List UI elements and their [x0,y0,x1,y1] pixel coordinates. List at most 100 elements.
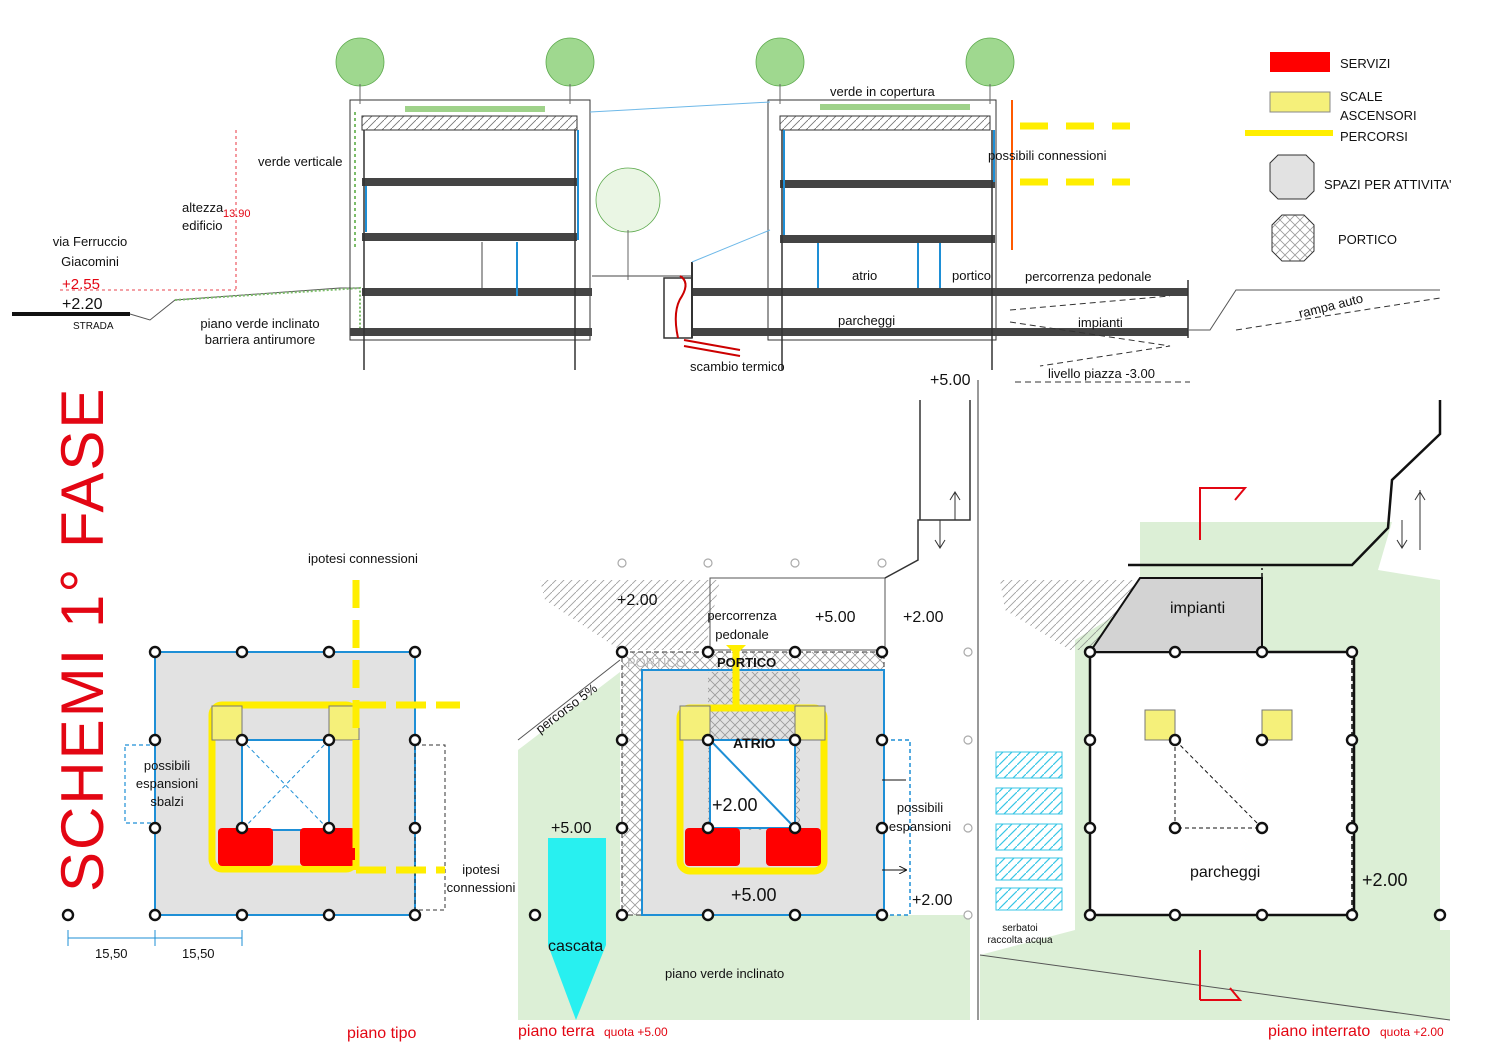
level-interrato-200: +2.00 [1362,870,1408,890]
plan-tipo-columns [61,645,422,922]
label-portico-bold: PORTICO [717,655,776,670]
label-possibili-sbalzi-l1: possibili [144,758,190,773]
label-portico-section: portico [952,268,991,283]
column-marker [615,908,629,922]
column-marker [408,733,422,747]
label-altezza: altezza edificio [182,200,224,233]
column-marker [1345,645,1359,659]
label-serbatoi-l1: serbatoi [1002,923,1038,934]
water-tanks [995,751,1063,911]
column-ghost [963,823,973,833]
column-marker [322,821,336,835]
label-possibili-sbalzi: possibili espansioni sbalzi [136,758,198,809]
column-marker [1083,645,1097,659]
label-scambio: scambio termico [690,359,785,374]
caption-piano-tipo: piano tipo [347,1025,416,1042]
column-marker [615,821,629,835]
column-marker [1345,908,1359,922]
level-255: +2.55 [62,276,100,293]
column-marker [1345,733,1359,747]
column-marker [788,821,802,835]
column-marker [1255,908,1269,922]
column-ghost [963,647,973,657]
column-marker [615,645,629,659]
label-piano-verde-terra: piano verde inclinato [665,966,784,981]
column-marker [701,733,715,747]
label-via-l2: Giacomini [61,254,119,269]
column-marker [1168,733,1182,747]
column-marker [148,908,162,922]
label-rampa: rampa auto [1297,290,1364,320]
legend-spazi: SPAZI PER ATTIVITA' [1324,177,1451,192]
level-terra-200-right: +2.00 [903,609,944,626]
column-marker [322,645,336,659]
level-terra-200-bottom-right: +2.00 [912,892,953,909]
column-marker [788,908,802,922]
label-possibili-espansioni-l1: possibili [897,800,943,815]
column-marker [408,821,422,835]
label-atrio-section: atrio [852,268,877,283]
column-marker [1255,645,1269,659]
legend-scale-l2: ASCENSORI [1340,108,1417,123]
legend-scale-l1: SCALE [1340,89,1383,104]
grey-octagon-swatch [1269,154,1315,200]
column-marker [1168,908,1182,922]
column-ghost [963,910,973,920]
column-marker [528,908,542,922]
level-atrio: +2.00 [712,795,758,815]
column-ghost [877,558,887,568]
label-livello-piazza: livello piazza -3.00 [1048,366,1155,381]
column-marker [875,733,889,747]
red-rectangle-swatch [1270,52,1330,72]
caption-piano-terra: piano terra [518,1023,595,1040]
column-marker [875,645,889,659]
label-altezza-l1: altezza [182,200,224,215]
column-marker [235,821,249,835]
column-marker [235,733,249,747]
plan-interrato-columns [1083,645,1447,922]
column-ghost [703,558,713,568]
label-altezza-value: 13.90 [223,208,251,220]
page-title: SCHEMI 1° FASE [49,387,116,892]
section-drawing [12,37,1441,383]
label-strada: STRADA [73,321,114,332]
column-marker [148,821,162,835]
label-parcheggi-section: parcheggi [838,313,895,328]
column-marker [615,733,629,747]
legend-servizi: SERVIZI [1340,56,1390,71]
dimension-1: 15,50 [95,946,128,961]
label-possibili-sbalzi-l2: espansioni [136,776,198,791]
column-ghost [963,735,973,745]
column-ghost [790,558,800,568]
label-impianti-section: impianti [1078,315,1123,330]
column-marker [788,733,802,747]
column-marker [1345,821,1359,835]
level-terra-200-top: +2.00 [617,592,658,609]
column-marker [1255,821,1269,835]
label-possibili-sbalzi-l3: sbalzi [150,794,183,809]
label-ipotesi-right-l2: connessioni [447,880,516,895]
label-atrio: ATRIO [733,735,776,751]
column-marker [788,645,802,659]
level-220: +2.20 [62,296,103,313]
column-marker [235,908,249,922]
legend-percorsi: PERCORSI [1340,129,1408,144]
label-impianti-interrato: impianti [1170,600,1225,617]
column-marker [408,645,422,659]
level-500-section: +5.00 [930,372,971,389]
column-marker [1168,821,1182,835]
hatched-octagon-swatch [1271,214,1315,262]
plan-tipo-drawing [67,580,460,946]
level-terra-500-top: +5.00 [815,609,856,626]
column-marker [701,821,715,835]
label-ipotesi-top: ipotesi connessioni [308,551,418,566]
plan-terra-drawing [517,380,979,1020]
column-marker [322,908,336,922]
yellow-rectangle-swatch [1269,91,1331,113]
label-altezza-l2: edificio [182,218,222,233]
label-piano-verde-l2: barriera antirumore [205,332,316,347]
label-percorrenza-l1: percorrenza [707,608,777,623]
